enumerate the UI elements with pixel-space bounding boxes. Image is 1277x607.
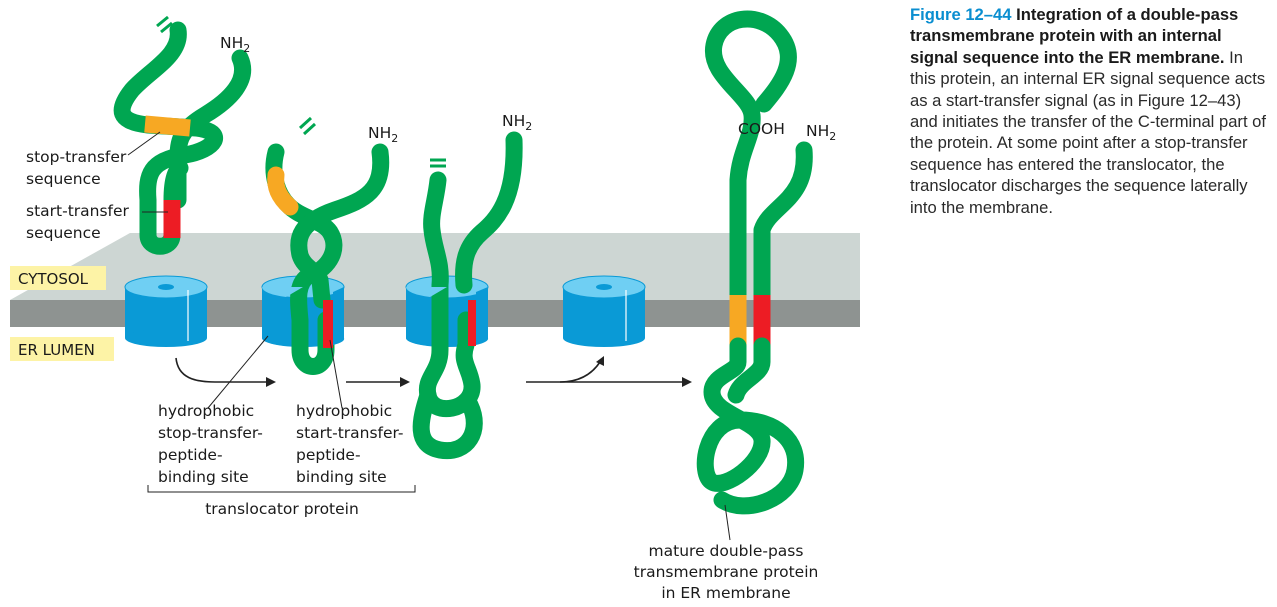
- start-transfer-in-channel-3: [468, 300, 476, 346]
- hydrophobic-start-transfer-site-label: hydrophobic start-transfer- peptide- bin…: [296, 339, 404, 486]
- translocator-channel-3-front: [406, 287, 489, 346]
- stage-2-polypeptide: [265, 116, 390, 375]
- stage-2-stop-transfer-segment: [267, 166, 299, 216]
- svg-text:peptide-: peptide-: [296, 446, 361, 464]
- figure-number: Figure 12–44: [910, 5, 1012, 24]
- svg-text:binding site: binding site: [158, 468, 249, 486]
- svg-text:translocator protein: translocator protein: [205, 500, 359, 518]
- mature-double-pass-protein: [696, 10, 813, 515]
- translocator-channel-4: [562, 275, 646, 347]
- translocator-channel-2-front: [262, 287, 345, 348]
- svg-text:ER LUMEN: ER LUMEN: [18, 341, 95, 359]
- svg-text:CYTOSOL: CYTOSOL: [18, 270, 89, 288]
- start-transfer-in-channel-2: [323, 300, 333, 348]
- svg-text:start-transfer-: start-transfer-: [296, 424, 404, 442]
- hydrophobic-stop-transfer-site-label: hydrophobic stop-transfer- peptide- bind…: [158, 335, 269, 486]
- er-lumen-tag: ER LUMEN: [10, 337, 114, 361]
- stop-transfer-sequence-label: stop-transfer sequence: [26, 131, 161, 188]
- svg-text:in ER membrane: in ER membrane: [661, 584, 790, 602]
- stage-2-cut-end: [298, 116, 317, 136]
- cytosol-tag: CYTOSOL: [10, 266, 106, 290]
- svg-text:transmembrane protein: transmembrane protein: [634, 563, 819, 581]
- translocator-channel-1: [124, 275, 208, 347]
- stage-1-cut-end: [156, 15, 173, 34]
- stage-1-stop-transfer-segment: [144, 115, 191, 137]
- svg-text:binding site: binding site: [296, 468, 387, 486]
- svg-text:mature double-pass: mature double-pass: [649, 542, 804, 560]
- svg-text:sequence: sequence: [26, 170, 101, 188]
- nh2-label-stage-1: NH2: [220, 34, 250, 55]
- stage-3-cut-end: [430, 158, 446, 168]
- svg-text:NH2: NH2: [502, 112, 532, 133]
- svg-text:hydrophobic: hydrophobic: [296, 402, 392, 420]
- progress-arrow-3: [526, 356, 692, 387]
- svg-text:start-transfer: start-transfer: [26, 202, 130, 220]
- figure-title: Integration of a double-pass transmembra…: [910, 5, 1239, 67]
- svg-text:hydrophobic: hydrophobic: [158, 402, 254, 420]
- figure-body: In this protein, an internal ER signal s…: [910, 47, 1267, 217]
- svg-text:NH2: NH2: [806, 122, 836, 143]
- svg-text:NH2: NH2: [368, 124, 398, 145]
- nh2-label-stage-3: NH2: [502, 112, 532, 133]
- start-transfer-sequence-label: start-transfer sequence: [26, 202, 168, 242]
- translocator-protein-bracket: translocator protein: [147, 485, 416, 518]
- svg-text:stop-transfer-: stop-transfer-: [158, 424, 263, 442]
- cooh-label: COOH: [738, 120, 785, 138]
- svg-text:stop-transfer: stop-transfer: [26, 148, 127, 166]
- svg-text:NH2: NH2: [220, 34, 250, 55]
- nh2-label-stage-2: NH2: [368, 124, 398, 145]
- figure-caption: Figure 12–44 Integration of a double-pas…: [910, 4, 1270, 218]
- mature-protein-label: mature double-pass transmembrane protein…: [634, 504, 819, 602]
- nh2-label-mature: NH2: [806, 122, 836, 143]
- svg-text:sequence: sequence: [26, 224, 101, 242]
- stage-3-polypeptide: [412, 131, 523, 460]
- progress-arrow-2: [346, 377, 410, 387]
- progress-arrow-1: [175, 357, 276, 387]
- svg-text:peptide-: peptide-: [158, 446, 223, 464]
- stage-1-polypeptide: [113, 15, 252, 255]
